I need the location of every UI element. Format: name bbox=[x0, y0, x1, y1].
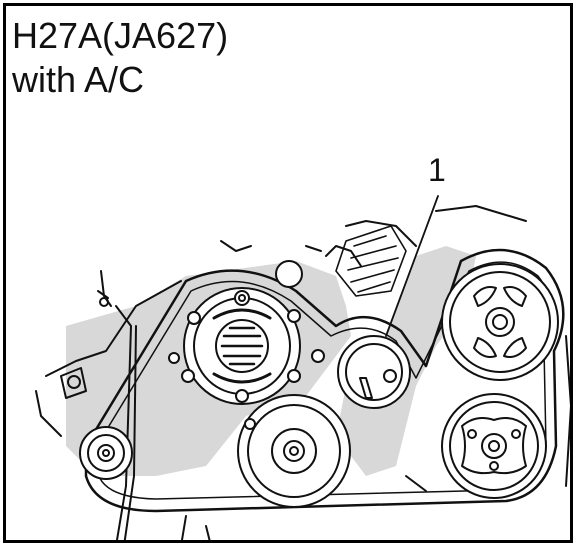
water-pump-pulley bbox=[168, 287, 325, 405]
power-steering-pulley bbox=[441, 263, 559, 381]
callout-leader-line bbox=[385, 195, 439, 337]
engine-belt-diagram bbox=[35, 195, 570, 540]
bolt-head bbox=[99, 297, 109, 307]
title-line-1: H27A(JA627) bbox=[12, 15, 229, 56]
oil-filler-cap bbox=[275, 260, 303, 288]
engine-body-outline bbox=[35, 205, 570, 540]
ac-compressor-pulley bbox=[441, 393, 547, 499]
diagram-title: H27A(JA627) with A/C bbox=[12, 14, 228, 102]
diagram-frame: H27A(JA627) with A/C bbox=[3, 3, 573, 543]
idler-bracket bbox=[335, 225, 407, 297]
tensioner-pulley bbox=[337, 335, 411, 409]
title-line-2: with A/C bbox=[12, 59, 145, 100]
idler-pulley-left bbox=[79, 426, 133, 480]
callout-label-1: 1 bbox=[428, 152, 446, 188]
crankshaft-pulley bbox=[237, 394, 351, 508]
